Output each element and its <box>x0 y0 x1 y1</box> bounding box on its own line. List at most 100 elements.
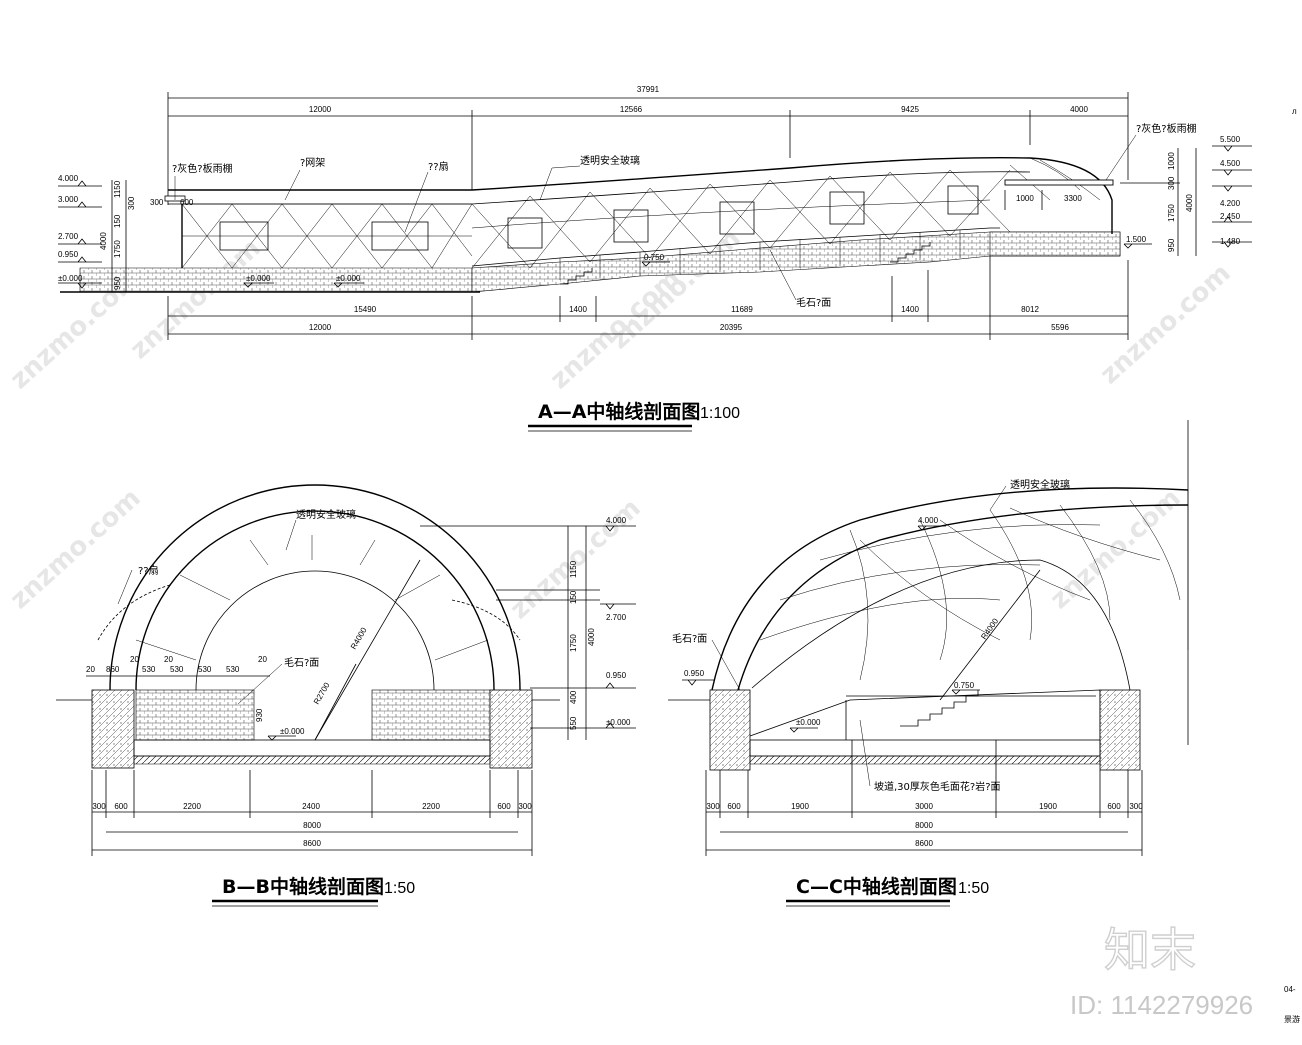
aa-level-left-3: 0.950 <box>58 250 79 259</box>
aa-dim-d3: 9425 <box>901 105 919 114</box>
bb-pier-right <box>489 689 533 769</box>
aa-dim-d2: 12566 <box>620 105 643 114</box>
cc-level-3: 0.750 <box>954 681 975 690</box>
cc-ground <box>749 755 1101 765</box>
cc-arch-front <box>751 559 1131 691</box>
cc-floor-slab <box>749 739 1101 757</box>
bb-small-4: 530 <box>198 665 212 674</box>
aa-label-stone: 毛石?面 <box>796 297 831 309</box>
section-cc: R4000 透明安全玻璃 毛石?面 坡道,30厚灰色毛面花?岩?面 4.000 … <box>668 420 1189 907</box>
aa-level-right-3: 2.450 <box>1220 212 1241 221</box>
aa-label-canopy-left: ?灰色?板雨棚 <box>172 162 233 175</box>
aa-bdim-d5: 8012 <box>1021 305 1039 314</box>
bb-label-fan: ??扇 <box>138 564 159 577</box>
bb-vdim-2: 4000 <box>587 628 596 646</box>
bb-small-7: 20 <box>164 655 173 664</box>
bb-scale: 1:50 <box>384 880 415 897</box>
bb-label-glass: 透明安全玻璃 <box>296 508 356 521</box>
cc-level-2: ±0.000 <box>796 718 821 727</box>
bb-dim-b: 600 <box>114 802 128 811</box>
cc-tube-mid <box>737 504 1189 691</box>
bb-dim-d: 2400 <box>302 802 320 811</box>
sheet-ref-top: 04- <box>1284 985 1296 994</box>
bb-radius-outer <box>314 559 421 741</box>
cc-level-1: 0.950 <box>684 669 705 678</box>
watermark-id: ID: 1142279926 <box>1070 990 1253 1020</box>
aa-stone-base-left <box>79 267 473 293</box>
bb-dim-e: 2200 <box>422 802 440 811</box>
aa-right-canopy <box>1004 179 1114 186</box>
cc-stairs <box>900 690 979 727</box>
bb-pier-left <box>91 689 135 769</box>
bb-vdim-1: 150 <box>569 590 578 604</box>
cc-dim-a: 300 <box>706 802 720 811</box>
aa-level-left-0: 4.000 <box>58 174 79 183</box>
aa-bdim2-d2: 20395 <box>720 323 743 332</box>
cc-dim-w1: 8000 <box>915 821 933 830</box>
aa-level-mid-3: 1.500 <box>1126 235 1147 244</box>
aa-railing-posts <box>559 230 961 280</box>
aa-level-mid-0: ±0.000 <box>246 274 271 283</box>
bb-small-3: 530 <box>170 665 184 674</box>
aa-dim-b: 600 <box>180 198 194 207</box>
bb-dim-a: 300 <box>92 802 106 811</box>
bb-floor-slab <box>133 739 491 757</box>
aa-truss-diagonals <box>181 157 1101 269</box>
aa-roof-inner <box>168 171 1031 205</box>
bb-arch-ribs <box>135 535 489 661</box>
bb-vdim-4: 400 <box>569 690 578 704</box>
aa-label-fan: ??扇 <box>428 160 449 173</box>
watermark-logo: 知末 <box>1104 923 1196 977</box>
aa-labels: ?灰色?板雨棚 ?网架 ??扇 透明安全玻璃 ?灰色?板雨棚 毛石?面 <box>172 122 1197 309</box>
watermark-text: znzmo.com <box>1045 483 1187 615</box>
aa-rvdim-4: 950 <box>1167 238 1176 252</box>
watermark-text: znzmo.com <box>5 483 147 615</box>
bb-r-inner: R2700 <box>312 681 332 706</box>
aa-level-right-1: 4.500 <box>1220 159 1241 168</box>
aa-stairs-right <box>890 242 931 263</box>
aa-bdim2-d1: 12000 <box>309 323 332 332</box>
cc-pier-left <box>709 689 751 771</box>
cc-label-glass: 透明安全玻璃 <box>1010 478 1070 491</box>
aa-windows <box>219 185 979 251</box>
bb-dim-w2: 8600 <box>303 839 321 848</box>
cc-scale: 1:50 <box>958 880 989 897</box>
aa-vdim-0: 1150 <box>113 180 122 198</box>
aa-level-left-2: 2.700 <box>58 232 79 241</box>
bb-arch-mid <box>135 510 495 691</box>
bb-title: B—B中轴线剖面图 <box>222 875 384 898</box>
bb-vdim-930: 930 <box>255 708 264 722</box>
bb-small-1: 860 <box>106 665 120 674</box>
aa-title: A—A中轴线剖面图 <box>538 400 700 423</box>
bb-r-outer: R4000 <box>349 626 369 651</box>
aa-level-right-4: 1.480 <box>1220 237 1241 246</box>
aa-bdim-d4: 1400 <box>901 305 919 314</box>
bb-small-0: 20 <box>86 665 95 674</box>
cc-tube-grid <box>759 490 1189 681</box>
bb-level-1: 2.700 <box>606 613 627 622</box>
aa-bdim-d1: 15490 <box>354 305 377 314</box>
cc-bottom-dims: 300 600 1900 3000 1900 600 300 8000 8600 <box>705 740 1143 856</box>
cc-ramp-rail <box>845 695 1096 740</box>
cc-dim-e: 1900 <box>1039 802 1057 811</box>
watermark-text: znzmo.com <box>1095 258 1237 390</box>
bb-vdim-3: 1750 <box>569 634 578 652</box>
aa-roof-outer <box>168 157 1113 234</box>
cc-dim-c: 1900 <box>791 802 809 811</box>
aa-dim-a: 300 <box>150 198 164 207</box>
cc-radius <box>939 569 1041 701</box>
aa-mid-levels: ±0.000 ±0.000 0.750 1.500 <box>243 235 1152 288</box>
aa-rvdim-0: 1000 <box>1167 152 1176 170</box>
bb-level-0: 4.000 <box>606 516 627 525</box>
cc-level-0: 4.000 <box>918 516 939 525</box>
aa-level-right-0: 5.500 <box>1220 135 1241 144</box>
cc-pier-right <box>1099 689 1141 771</box>
cc-tube-outer <box>711 487 1189 691</box>
aa-dim-d4: 4000 <box>1070 105 1088 114</box>
aa-right-levels: 5.500 4.500 4.200 2.450 1.480 1000 300 1… <box>1167 135 1252 256</box>
bb-small-8: 20 <box>258 655 267 664</box>
aa-side-note: л <box>1292 107 1297 116</box>
section-aa: 37991 12000 12566 9425 4000 <box>58 85 1297 432</box>
aa-scale: 1:100 <box>700 405 740 422</box>
